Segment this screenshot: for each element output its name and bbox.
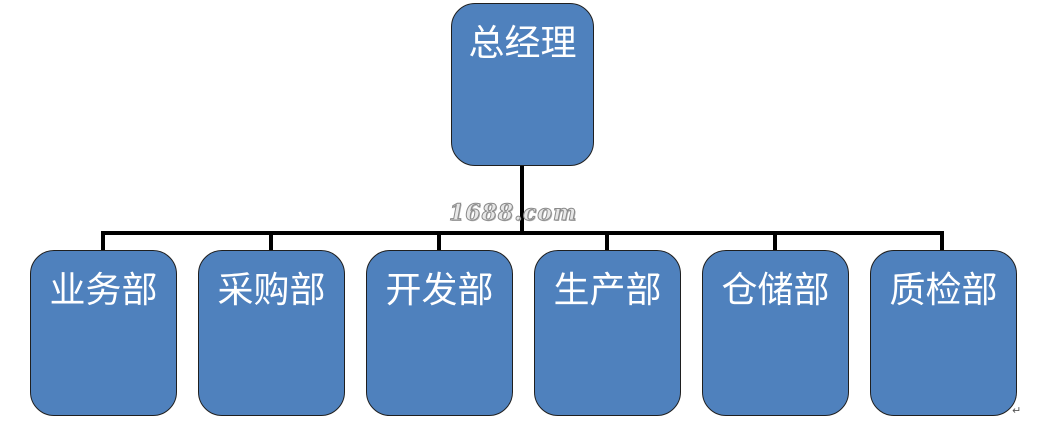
dept-node-warehouse: 仓储部 <box>702 250 849 416</box>
dept-node-label: 生产部 <box>553 270 662 311</box>
dept-node-quality: 质检部 <box>870 250 1017 416</box>
dept-node-label: 业务部 <box>49 270 158 311</box>
dept-node-label: 仓储部 <box>721 270 830 311</box>
dept-connector-line <box>605 231 609 251</box>
dept-node-label: 采购部 <box>217 270 326 311</box>
dept-connector-line <box>940 231 944 251</box>
dept-node-label: 开发部 <box>385 270 494 311</box>
dept-node-label: 质检部 <box>889 270 998 311</box>
dept-connector-line <box>773 231 777 251</box>
watermark-text: 1688.com <box>448 200 578 227</box>
root-connector-line <box>520 166 524 233</box>
root-node-label: 总经理 <box>468 23 577 64</box>
horizontal-connector-line <box>101 231 944 235</box>
dept-node-development: 开发部 <box>366 250 513 416</box>
dept-connector-line <box>101 231 105 251</box>
dept-node-purchasing: 采购部 <box>198 250 345 416</box>
paragraph-mark-icon: ↵ <box>1012 404 1022 417</box>
dept-node-business: 业务部 <box>30 250 177 416</box>
dept-connector-line <box>437 231 441 251</box>
dept-node-production: 生产部 <box>534 250 681 416</box>
root-node-general-manager: 总经理 <box>451 3 594 166</box>
dept-connector-line <box>269 231 273 251</box>
